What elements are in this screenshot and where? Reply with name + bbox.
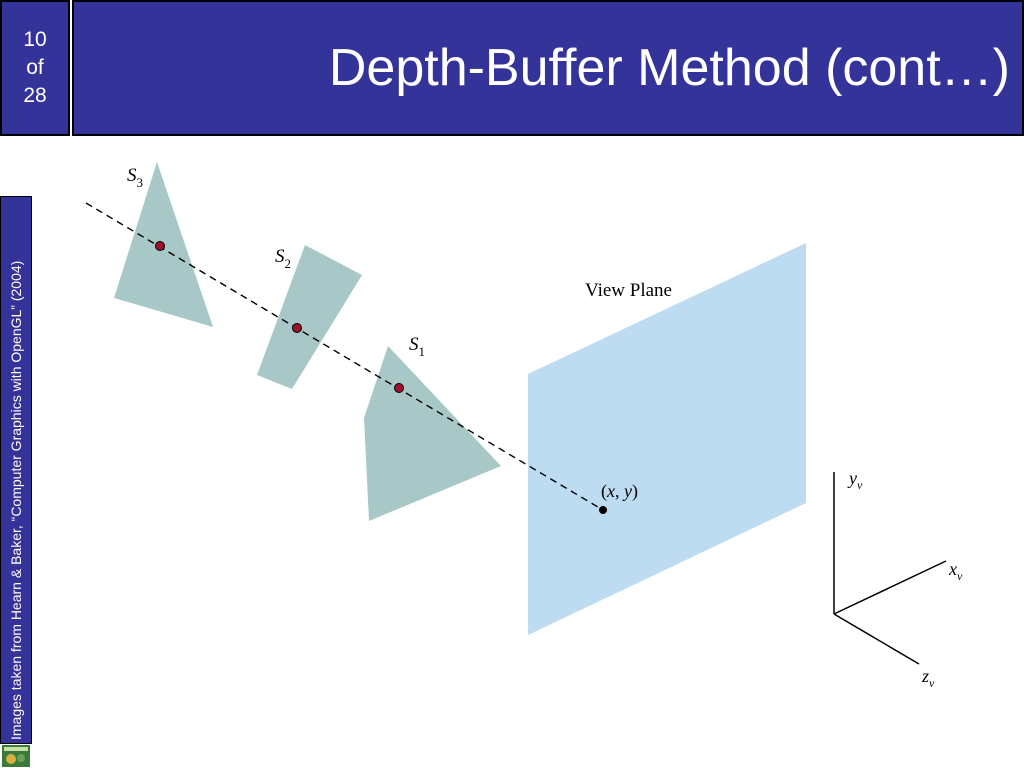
credit-strip bbox=[0, 196, 32, 744]
label-s1: S1 bbox=[409, 334, 425, 359]
slide-number: 10 bbox=[23, 28, 47, 51]
slide-total: 28 bbox=[23, 84, 47, 107]
label-point-xy: (x, y) bbox=[601, 481, 638, 502]
label-s3: S3 bbox=[127, 165, 143, 190]
title-bar: Depth-Buffer Method (cont…) bbox=[72, 0, 1024, 136]
surface-s1 bbox=[364, 346, 501, 521]
label-axis-x: xv bbox=[948, 559, 963, 583]
label-axis-z: zv bbox=[921, 666, 935, 690]
slide-counter: 10 of 28 bbox=[0, 0, 70, 136]
view-plane bbox=[528, 243, 806, 635]
view-plane-point bbox=[599, 506, 607, 514]
surface-s2 bbox=[257, 245, 362, 389]
label-view-plane: View Plane bbox=[585, 280, 672, 301]
intersection-point-s3 bbox=[155, 241, 165, 251]
slide-of: of bbox=[26, 56, 44, 79]
book-cover-icon bbox=[2, 745, 30, 767]
slide-title: Depth-Buffer Method (cont…) bbox=[328, 39, 1010, 97]
intersection-point-s2 bbox=[292, 323, 302, 333]
projection-line bbox=[85, 202, 604, 511]
axis-z bbox=[833, 613, 920, 665]
label-axis-y: yv bbox=[847, 468, 863, 492]
axis-x bbox=[833, 560, 947, 615]
intersection-point-s1 bbox=[394, 383, 404, 393]
label-s2: S2 bbox=[275, 246, 291, 271]
